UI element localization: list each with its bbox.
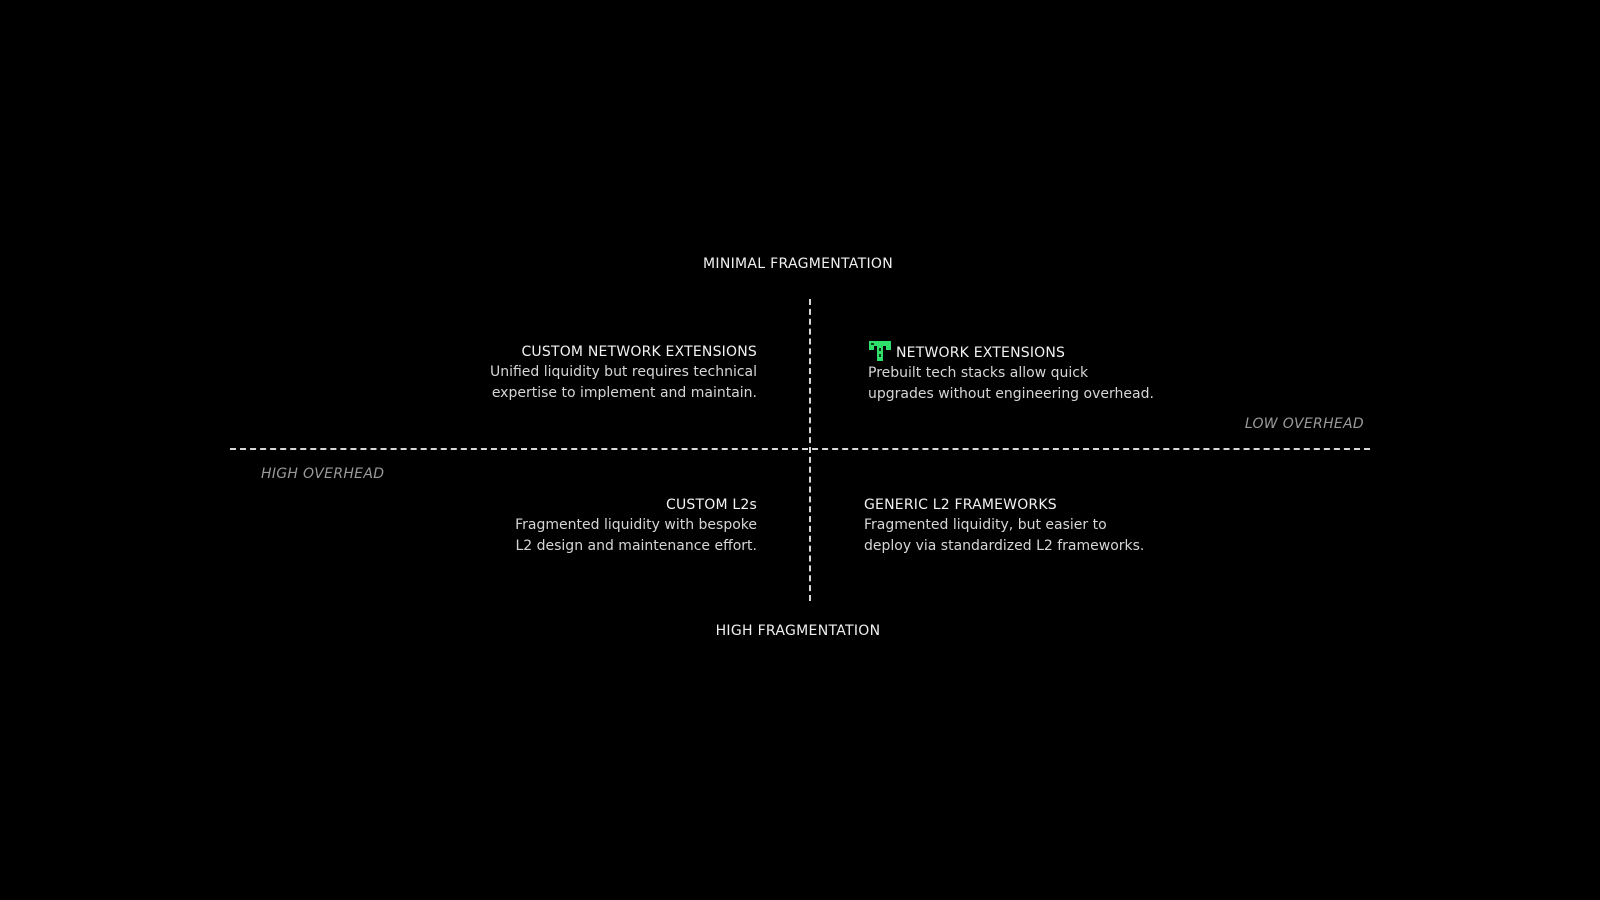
quadrant-desc-line: L2 design and maintenance effort. bbox=[515, 538, 757, 554]
axis-label-bottom: HIGH FRAGMENTATION bbox=[715, 623, 881, 639]
quadrant-desc-line: upgrades without engineering overhead. bbox=[868, 386, 1154, 402]
quadrant-desc-line: Prebuilt tech stacks allow quick bbox=[868, 365, 1089, 381]
quadrant-bottom-left: CUSTOM L2s Fragmented liquidity with bes… bbox=[515, 495, 757, 557]
quadrant-title: GENERIC L2 FRAMEWORKS bbox=[864, 497, 1057, 513]
axis-label-left: HIGH OVERHEAD bbox=[261, 466, 385, 482]
quadrant-desc-line: deploy via standardized L2 frameworks. bbox=[864, 538, 1145, 554]
quadrant-title: CUSTOM L2s bbox=[665, 497, 757, 513]
quadrant-top-left: CUSTOM NETWORK EXTENSIONS Unified liquid… bbox=[490, 342, 757, 404]
quadrant-title: NETWORK EXTENSIONS bbox=[896, 345, 1066, 361]
vertical-axis-line bbox=[809, 299, 811, 601]
quadrant-desc-line: expertise to implement and maintain. bbox=[491, 385, 757, 401]
axis-label-top: MINIMAL FRAGMENTATION bbox=[703, 256, 893, 272]
horizontal-axis-line bbox=[230, 448, 1370, 450]
quadrant-title-row: NETWORK EXTENSIONS bbox=[868, 340, 1154, 363]
quadrant-desc-line: Fragmented liquidity, but easier to bbox=[864, 517, 1107, 533]
quadrant-desc-line: Fragmented liquidity with bespoke bbox=[515, 517, 757, 533]
axis-label-right: LOW OVERHEAD bbox=[1244, 416, 1364, 432]
quadrant-bottom-right: GENERIC L2 FRAMEWORKS Fragmented liquidi… bbox=[864, 495, 1144, 557]
quadrant-top-right: NETWORK EXTENSIONS Prebuilt tech stacks … bbox=[868, 340, 1154, 405]
quadrant-title: CUSTOM NETWORK EXTENSIONS bbox=[521, 344, 757, 360]
quadrant-desc-line: Unified liquidity but requires technical bbox=[489, 364, 757, 380]
brand-logo-icon bbox=[869, 341, 891, 361]
